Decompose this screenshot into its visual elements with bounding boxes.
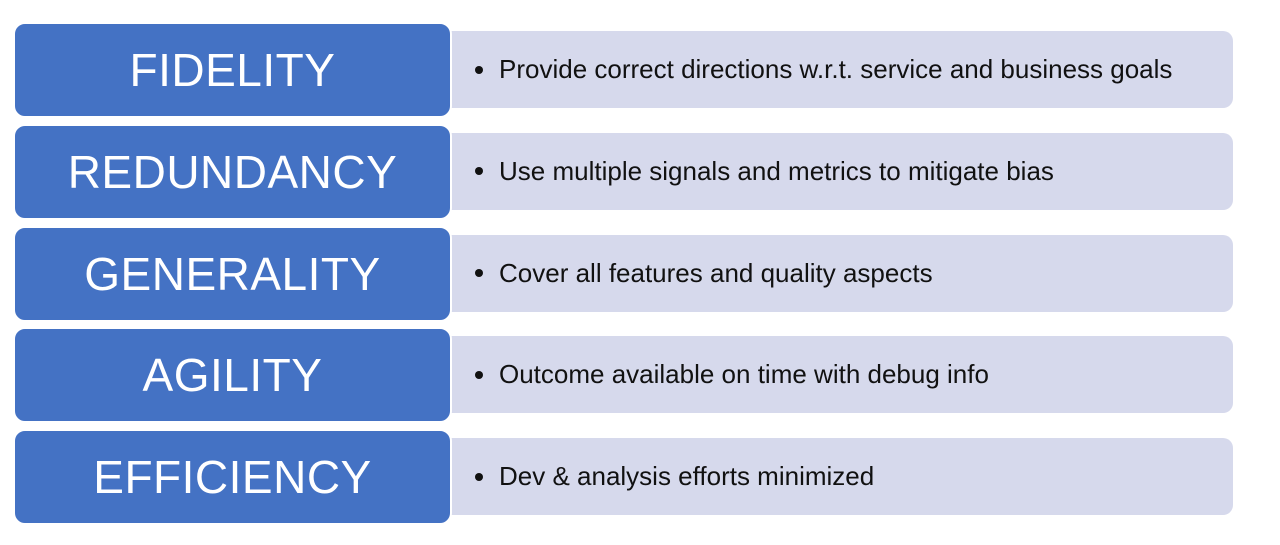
principle-row-agility: Outcome available on time with debug inf…	[13, 327, 1235, 424]
description-box: Outcome available on time with debug inf…	[433, 336, 1233, 414]
label-box: EFFICIENCY	[13, 429, 452, 525]
principles-diagram: Provide correct directions w.r.t. servic…	[13, 22, 1235, 531]
description-text: Dev & analysis efforts minimized	[499, 461, 875, 491]
label-text: FIDELITY	[129, 44, 336, 96]
description-box: Provide correct directions w.r.t. servic…	[433, 31, 1233, 108]
label-box: GENERALITY	[13, 225, 452, 322]
description-text: Outcome available on time with debug inf…	[499, 359, 989, 390]
description-text: Use multiple signals and metrics to miti…	[499, 155, 1054, 186]
label-text: EFFICIENCY	[93, 451, 372, 503]
principle-row-redundancy: Use multiple signals and metrics to miti…	[13, 123, 1235, 220]
bullet-icon	[475, 269, 483, 277]
label-box: AGILITY	[13, 327, 452, 424]
bullet-icon	[475, 370, 483, 379]
label-box: REDUNDANCY	[13, 123, 452, 220]
bullet-icon	[475, 65, 483, 74]
bullet-icon	[475, 167, 483, 176]
principle-row-generality: Cover all features and quality aspects G…	[13, 225, 1235, 322]
principle-row-fidelity: Provide correct directions w.r.t. servic…	[13, 22, 1235, 118]
description-box: Cover all features and quality aspects	[433, 234, 1233, 312]
label-text: AGILITY	[142, 349, 323, 402]
description-box: Dev & analysis efforts minimized	[433, 438, 1233, 515]
principle-row-efficiency: Dev & analysis efforts minimized EFFICIE…	[13, 429, 1235, 525]
label-text: REDUNDANCY	[67, 145, 398, 198]
label-text: GENERALITY	[84, 247, 381, 300]
description-text: Cover all features and quality aspects	[499, 257, 933, 288]
description-box: Use multiple signals and metrics to miti…	[433, 132, 1233, 210]
description-text: Provide correct directions w.r.t. servic…	[499, 54, 1173, 84]
label-box: FIDELITY	[13, 22, 452, 118]
bullet-icon	[475, 472, 483, 481]
